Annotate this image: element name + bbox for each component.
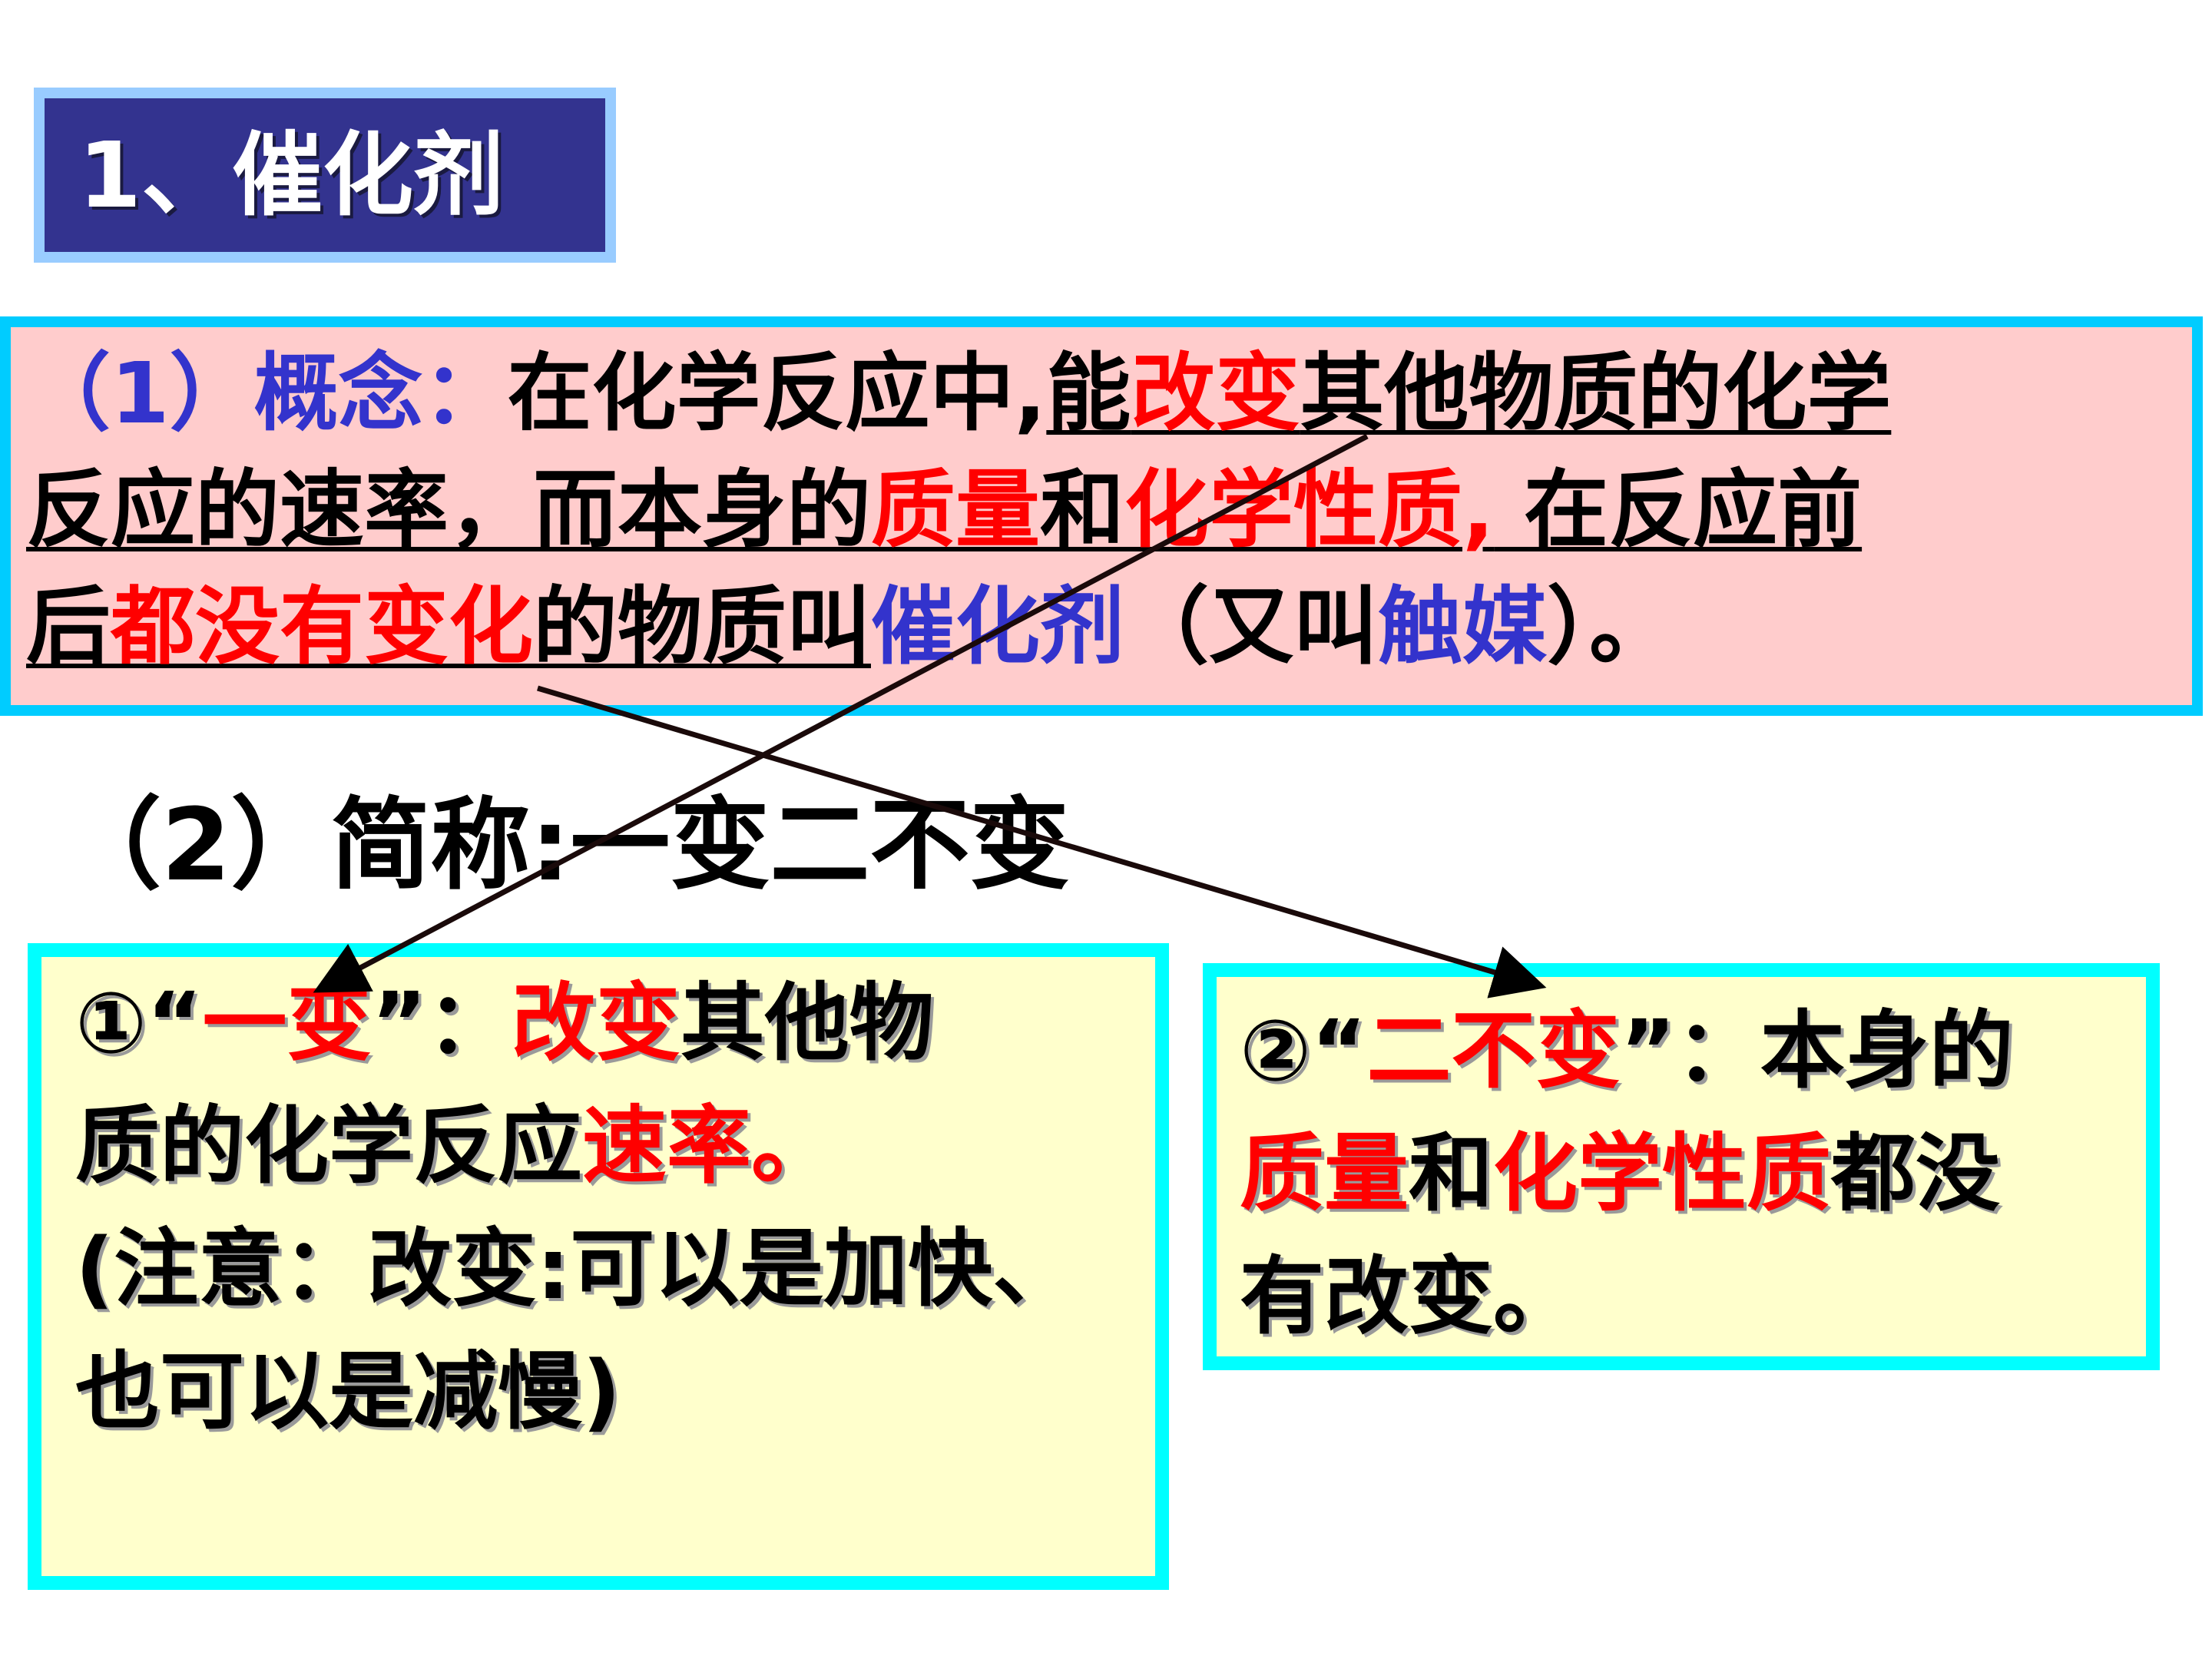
- concept-line-3: 后都没有变化的物质叫催化剂（又叫触媒）。: [26, 578, 1674, 676]
- underline-segment-1: 能改变其他物质的化学: [1046, 344, 1892, 442]
- short-name-line: （2）简称:一变二不变: [61, 786, 1070, 903]
- concept-definition: （1）概念：在化学反应中,能改变其他物质的化学 反应的速率，而本身的质量和化学性…: [0, 316, 2203, 716]
- concept-line-2: 反应的速率，而本身的质量和化学性质, 在反应前: [26, 452, 2180, 568]
- section-title: 1、催化剂: [34, 88, 616, 263]
- concept-label: （1）概念：: [26, 344, 508, 442]
- two-unchanged-box: ②“二不变”：本身的 质量和化学性质都没 有改变。: [1203, 963, 2160, 1370]
- underline-segment-2: 反应的速率，: [26, 461, 533, 559]
- note-line-1: (注意：改变:可以是加快、: [75, 1220, 1078, 1318]
- concept-line-1: （1）概念：在化学反应中,能改变其他物质的化学: [26, 344, 1892, 442]
- term-catalyst: 催化剂: [871, 578, 1124, 676]
- underline-segment-4: 后都没有变化的物质叫: [26, 578, 871, 676]
- underline-segment-3: 而本身的质量和化学性质, 在反应前: [533, 461, 1863, 559]
- note-line-2: 也可以是减慢): [75, 1343, 621, 1441]
- one-change-box: ①“一变”：改变其他物 质的化学反应速率。 (注意：改变:可以是加快、 也可以是…: [28, 943, 1169, 1590]
- term-contact-agent: 触媒: [1378, 578, 1547, 676]
